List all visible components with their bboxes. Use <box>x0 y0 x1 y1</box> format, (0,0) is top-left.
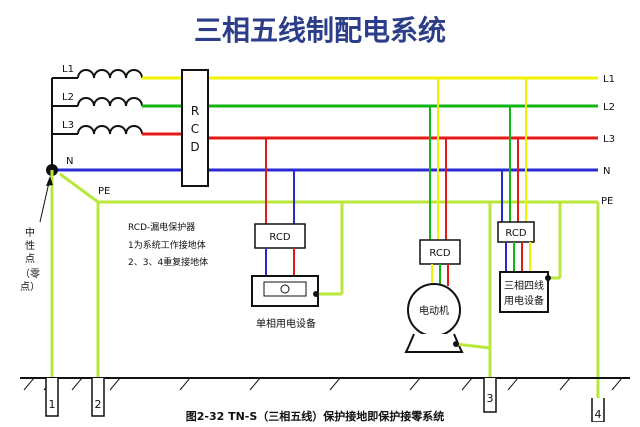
neutral-point-char-3: 点 <box>25 253 35 265</box>
three-phase-equipment-label-1: 三相四线 <box>504 279 544 292</box>
motor-rcd-label: RCD <box>429 248 450 259</box>
three-phase-rcd-box <box>497 221 535 243</box>
coil-l2 <box>52 97 143 107</box>
neutral-point-char-4: （零 <box>20 268 40 280</box>
single-phase-equipment-label: 单相用电设备 <box>256 317 316 330</box>
ground-electrode-3: 3 <box>483 378 497 413</box>
three-phase-rcd-label: RCD <box>505 228 526 239</box>
label-l2-left: L2 <box>62 92 74 103</box>
ground-electrode-2-number: 2 <box>95 398 102 411</box>
neutral-point-label: 中 性 点 （零 点） <box>20 226 40 293</box>
label-l3-right: L3 <box>603 134 615 145</box>
legend-line-2: 1为系统工作接地体 <box>128 239 206 251</box>
figure-caption: 图2-32 TN-S（三相五线）保护接地即保护接零系统 <box>186 409 445 422</box>
diagram-title: 三相五线制配电系统 <box>194 14 446 47</box>
three-phase-pe-node <box>545 275 551 281</box>
motor-pe-node <box>453 341 459 347</box>
three-phase-equipment-label-2: 用电设备 <box>504 294 544 307</box>
label-pe-left: PE <box>98 186 110 197</box>
neutral-point-char-1: 中 <box>25 226 35 239</box>
label-pe-right: PE <box>601 196 613 207</box>
neutral-point-arrowhead <box>46 176 53 186</box>
three-phase-equipment-box <box>499 271 549 313</box>
neutral-point-char-5: 点） <box>20 281 40 293</box>
main-rcd-box <box>181 69 209 187</box>
label-n-left: N <box>66 156 73 167</box>
single-phase-equipment-box <box>251 275 319 307</box>
ground-electrode-2: 2 <box>91 378 105 417</box>
ground-electrode-3-number: 3 <box>487 392 494 405</box>
single-phase-rcd-box <box>254 223 306 249</box>
ground-hatching <box>23 377 623 391</box>
label-n-right: N <box>603 166 610 177</box>
single-phase-equipment-inner <box>263 281 307 297</box>
single-phase-rcd-label: RCD <box>269 232 290 243</box>
coil-l1 <box>52 69 143 79</box>
main-rcd-letter-d: D <box>190 140 199 154</box>
label-l2-right: L2 <box>603 102 615 113</box>
label-l1-right: L1 <box>603 74 615 85</box>
main-rcd-letter-r: R <box>191 104 199 118</box>
ground-electrode-1: 1 <box>45 378 59 417</box>
single-phase-equipment-lamp-icon <box>280 284 290 294</box>
main-rcd-letter-c: C <box>191 122 199 136</box>
legend-line-1: RCD-漏电保护器 <box>128 221 195 233</box>
coil-l3 <box>52 125 143 135</box>
motor-label: 电动机 <box>419 304 449 317</box>
single-phase-pe-node <box>313 291 319 297</box>
label-l1-left: L1 <box>62 64 74 75</box>
neutral-point-char-2: 性 <box>25 239 35 252</box>
motor-pe-wire-diag <box>455 342 491 350</box>
ground-electrode-4: 4 <box>591 398 605 423</box>
ground-electrode-1-number: 1 <box>49 398 56 411</box>
pe-diagonal <box>59 172 99 204</box>
ground-electrode-4-number: 4 <box>595 408 602 421</box>
label-l3-left: L3 <box>62 120 74 131</box>
legend-line-3: 2、3、4重复接地体 <box>128 256 208 268</box>
